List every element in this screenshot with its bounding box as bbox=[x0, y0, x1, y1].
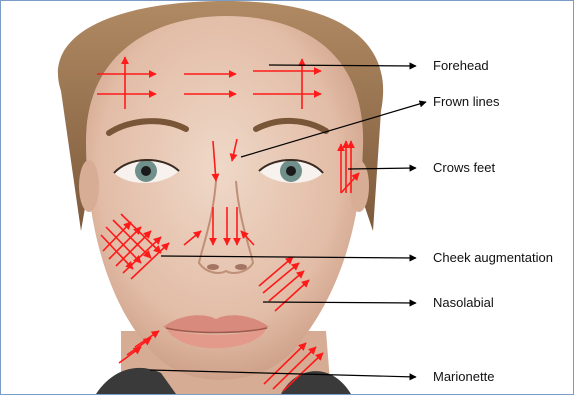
label-crows-feet: Crows feet bbox=[433, 160, 495, 175]
left-ear bbox=[79, 160, 99, 212]
label-marionette: Marionette bbox=[433, 369, 494, 384]
label-frown-lines: Frown lines bbox=[433, 94, 499, 109]
label-nasolabial: Nasolabial bbox=[433, 295, 494, 310]
label-cheek-augmentation: Cheek augmentation bbox=[433, 250, 553, 265]
right-ear bbox=[349, 160, 369, 212]
label-forehead: Forehead bbox=[433, 58, 489, 73]
